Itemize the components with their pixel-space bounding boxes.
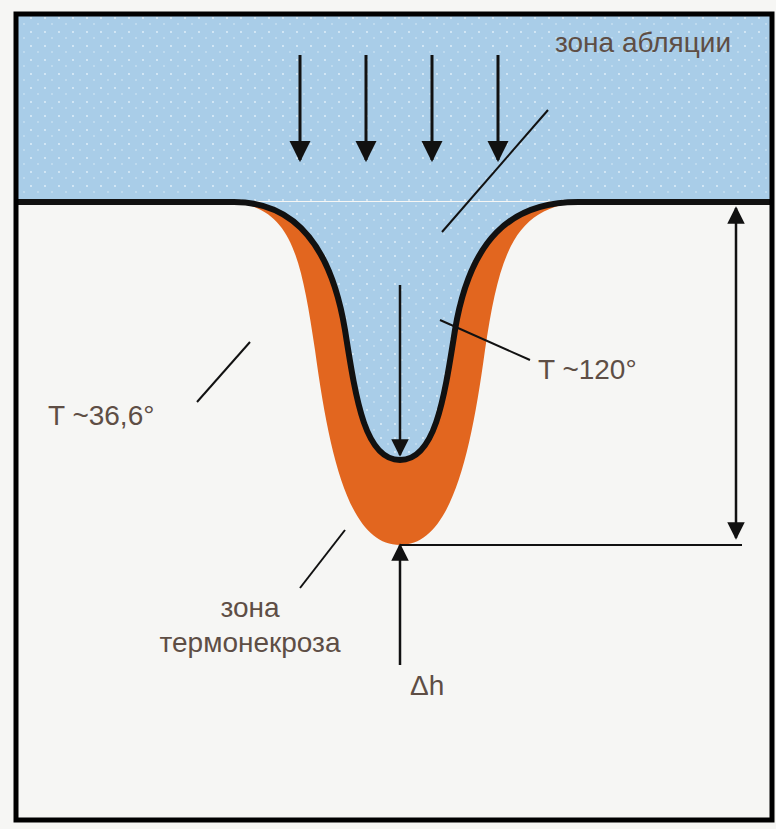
- thermonecrosis-zone: [222, 202, 592, 545]
- depth-arrow: [399, 285, 402, 455]
- delta-h-arrow: [399, 545, 402, 665]
- zone-label: зона абляции: [555, 25, 731, 60]
- zone-label: зона термонекроза: [135, 590, 365, 660]
- temperature-label: T ~120°: [538, 352, 637, 387]
- laser-arrows: [300, 55, 498, 160]
- temperature-label: T ~36,6°: [48, 398, 154, 433]
- dimension-label: Δh: [410, 668, 444, 703]
- ablation-crater: [234, 202, 578, 460]
- leader-lines: [197, 110, 548, 588]
- depth-baseline: [400, 544, 742, 546]
- crater-wall: [16, 202, 772, 460]
- depth-dimension: [735, 208, 738, 538]
- laser-beam-region: [16, 14, 772, 201]
- frame: [16, 14, 772, 820]
